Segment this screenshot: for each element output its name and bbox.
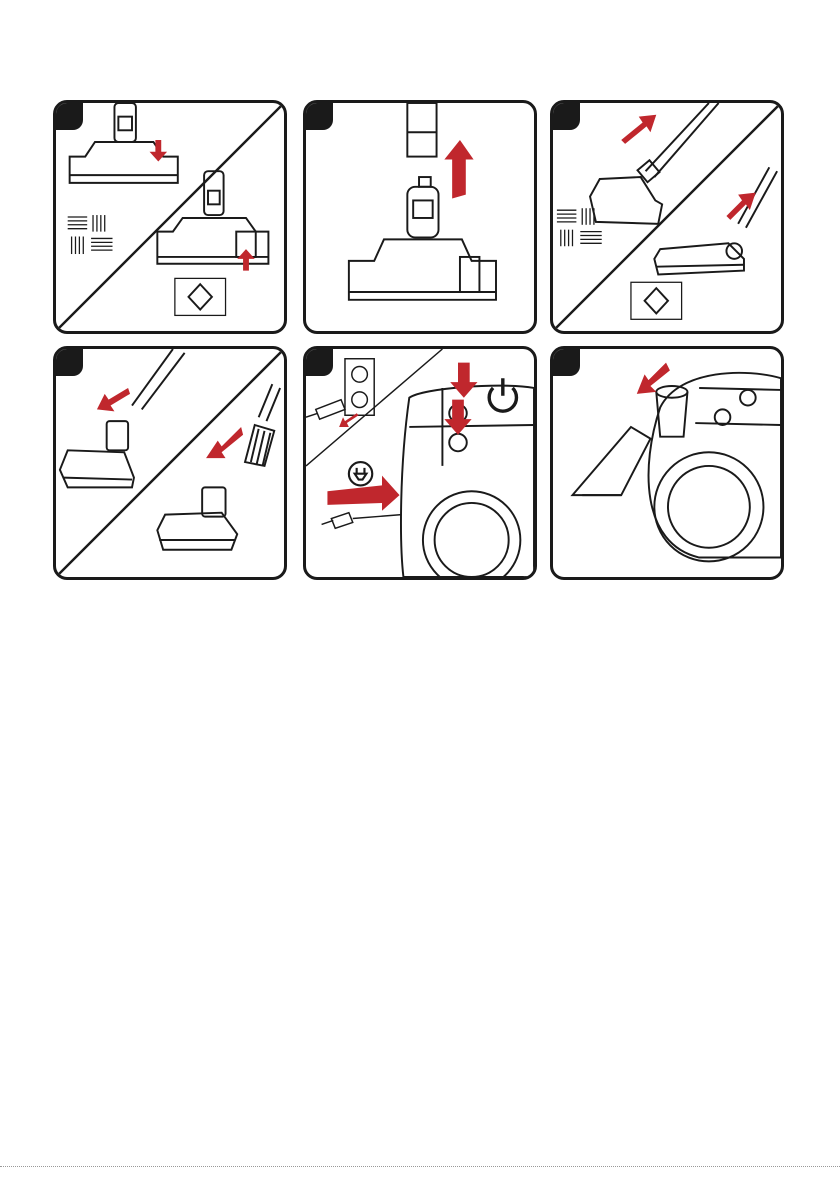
panel-2-illustration [306,103,534,331]
panel-5-illustration [306,349,534,577]
floor-nozzle-icon [70,103,178,183]
carpet-icon [68,215,113,254]
plug-icon [322,513,402,529]
panel-6-illustration [553,349,781,577]
hard-floor-icon [631,282,682,319]
floor-nozzle-icon [654,167,777,274]
panel-6 [550,346,784,580]
panel-4 [53,346,287,580]
floor-nozzle-icon [590,103,719,224]
floor-nozzle-icon [157,171,268,264]
panel-4-illustration [56,349,284,577]
tube-icon [407,103,436,157]
panel-5 [303,346,537,580]
plug-icon [349,462,372,485]
hard-floor-icon [175,278,226,315]
floor-nozzle-icon [349,177,496,300]
panel-1-illustration [56,103,284,331]
panel-1 [53,100,287,334]
panel-2 [303,100,537,334]
plug-icon [306,400,345,419]
vacuum-body-icon [572,373,781,562]
panel-3 [550,100,784,334]
floor-nozzle-icon [157,487,237,549]
page-bottom-divider [0,1166,840,1167]
wall-socket-icon [345,359,374,416]
vacuum-body-icon [401,386,534,577]
power-icon [489,378,516,411]
panel-3-illustration [553,103,781,331]
crevice-brush-icon [245,384,280,466]
